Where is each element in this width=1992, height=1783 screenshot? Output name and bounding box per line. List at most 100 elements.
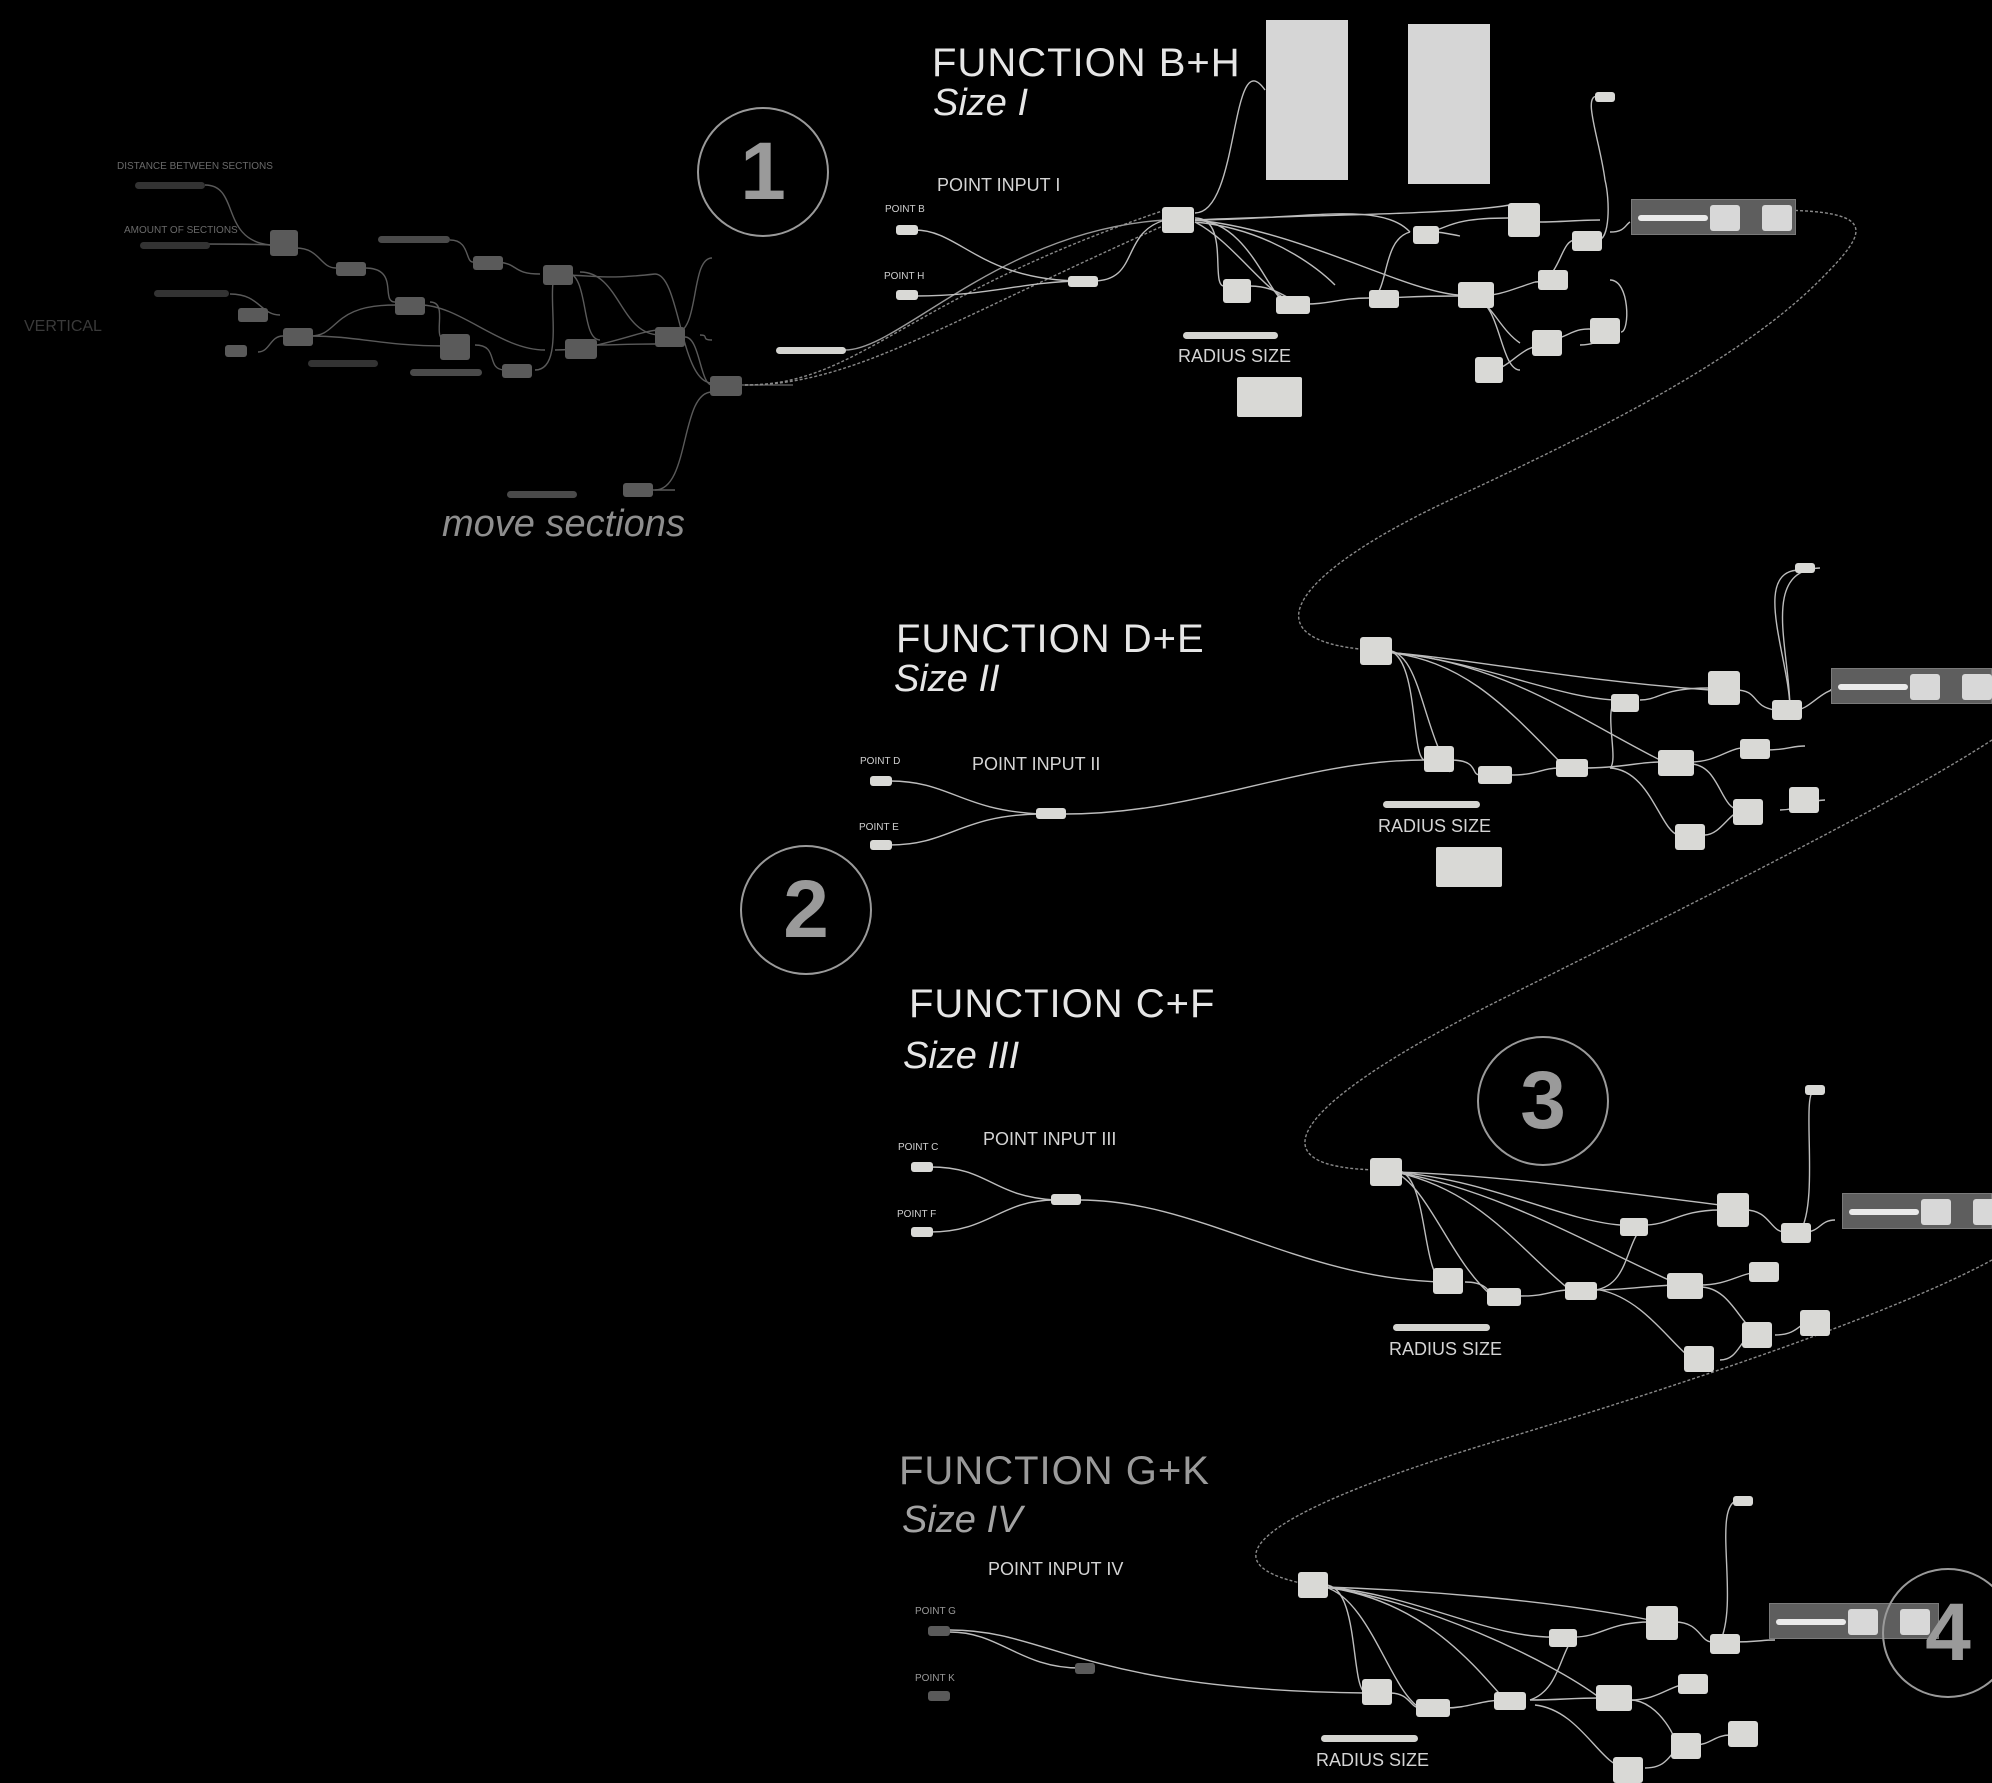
point-d-node[interactable] — [870, 776, 892, 786]
node[interactable] — [1362, 1679, 1392, 1705]
node[interactable] — [1494, 1692, 1526, 1710]
point-h-node[interactable] — [896, 290, 918, 300]
point-k-node[interactable] — [928, 1691, 950, 1701]
node[interactable] — [1717, 1193, 1749, 1227]
radius-slider-2[interactable] — [1383, 801, 1480, 808]
node[interactable] — [1611, 694, 1639, 712]
node[interactable] — [1795, 563, 1815, 573]
node[interactable] — [1369, 290, 1399, 308]
node[interactable] — [1538, 270, 1568, 290]
node[interactable] — [1370, 1158, 1402, 1186]
node[interactable] — [1532, 330, 1562, 356]
node[interactable] — [1424, 746, 1454, 772]
node[interactable] — [1678, 1674, 1708, 1694]
dim-node[interactable] — [655, 327, 685, 347]
radius-slider-3[interactable] — [1393, 1324, 1490, 1331]
node[interactable] — [1162, 207, 1194, 233]
point-f-node[interactable] — [911, 1227, 933, 1237]
node[interactable] — [1075, 1663, 1095, 1674]
node[interactable] — [1276, 296, 1310, 314]
amount-slider[interactable] — [140, 242, 210, 249]
output-node[interactable] — [1973, 1199, 1992, 1225]
node[interactable] — [1749, 1262, 1779, 1282]
point-b-node[interactable] — [896, 225, 918, 235]
node[interactable] — [1298, 1572, 1328, 1598]
node[interactable] — [1805, 1085, 1825, 1095]
node[interactable] — [1458, 282, 1494, 308]
node[interactable] — [1051, 1194, 1081, 1205]
radius-slider-4[interactable] — [1321, 1735, 1418, 1742]
node[interactable] — [1789, 787, 1819, 813]
node[interactable] — [1733, 799, 1763, 825]
output-node[interactable] — [1962, 674, 1992, 700]
node[interactable] — [1733, 1496, 1753, 1506]
point-g-node[interactable] — [928, 1626, 950, 1636]
dim-node[interactable] — [473, 256, 503, 270]
vertical-slider[interactable] — [154, 290, 229, 297]
node[interactable] — [1556, 759, 1588, 777]
move-slider[interactable] — [776, 347, 846, 354]
node[interactable] — [1667, 1273, 1703, 1299]
dim-node[interactable] — [270, 230, 298, 256]
node[interactable] — [1800, 1310, 1830, 1336]
output-node[interactable] — [1921, 1199, 1951, 1225]
node[interactable] — [1549, 1629, 1577, 1647]
radius-slider-1[interactable] — [1183, 332, 1278, 339]
dim-node[interactable] — [710, 376, 742, 396]
dim-slider[interactable] — [507, 491, 577, 498]
node[interactable] — [1740, 739, 1770, 759]
dim-node[interactable] — [225, 345, 247, 357]
distance-slider[interactable] — [135, 182, 205, 189]
output-group-3[interactable] — [1842, 1193, 1992, 1229]
node[interactable] — [1708, 671, 1740, 705]
output-node[interactable] — [1910, 674, 1940, 700]
output-node[interactable] — [1762, 205, 1792, 231]
node[interactable] — [1671, 1733, 1701, 1759]
dim-node[interactable] — [238, 308, 268, 322]
dim-node[interactable] — [623, 483, 653, 497]
node[interactable] — [1772, 700, 1802, 720]
node[interactable] — [1742, 1322, 1772, 1348]
node[interactable] — [1413, 226, 1439, 244]
dim-slider[interactable] — [378, 236, 450, 243]
node[interactable] — [1781, 1223, 1811, 1243]
node[interactable] — [1710, 1634, 1740, 1654]
node[interactable] — [1508, 203, 1540, 237]
dim-node[interactable] — [543, 265, 573, 285]
node[interactable] — [1595, 92, 1615, 102]
node[interactable] — [1565, 1282, 1597, 1300]
output-group-1[interactable] — [1631, 199, 1796, 235]
output-node[interactable] — [1710, 205, 1740, 231]
dim-node[interactable] — [565, 339, 597, 359]
node[interactable] — [1646, 1606, 1678, 1640]
dim-node[interactable] — [283, 328, 313, 346]
dim-node[interactable] — [440, 334, 470, 360]
preview-panel[interactable] — [1266, 20, 1348, 180]
output-node[interactable] — [1848, 1609, 1878, 1635]
node[interactable] — [1360, 637, 1392, 665]
node[interactable] — [1036, 808, 1066, 819]
preview-panel[interactable] — [1408, 24, 1490, 184]
node[interactable] — [1433, 1268, 1463, 1294]
point-c-node[interactable] — [911, 1162, 933, 1172]
node[interactable] — [1068, 276, 1098, 287]
node[interactable] — [1675, 824, 1705, 850]
node[interactable] — [1620, 1218, 1648, 1236]
node[interactable] — [1590, 318, 1620, 344]
node[interactable] — [1416, 1699, 1450, 1717]
node[interactable] — [1658, 750, 1694, 776]
node[interactable] — [1728, 1721, 1758, 1747]
dim-node[interactable] — [395, 297, 425, 315]
node[interactable] — [1596, 1685, 1632, 1711]
node[interactable] — [1572, 231, 1602, 251]
output-group-2[interactable] — [1831, 668, 1992, 704]
radius-panel-2[interactable] — [1436, 847, 1502, 887]
dim-slider[interactable] — [410, 369, 482, 376]
node[interactable] — [1223, 279, 1251, 303]
node[interactable] — [1475, 357, 1503, 383]
node[interactable] — [1684, 1346, 1714, 1372]
dim-slider[interactable] — [308, 360, 378, 367]
point-e-node[interactable] — [870, 840, 892, 850]
node[interactable] — [1613, 1757, 1643, 1783]
